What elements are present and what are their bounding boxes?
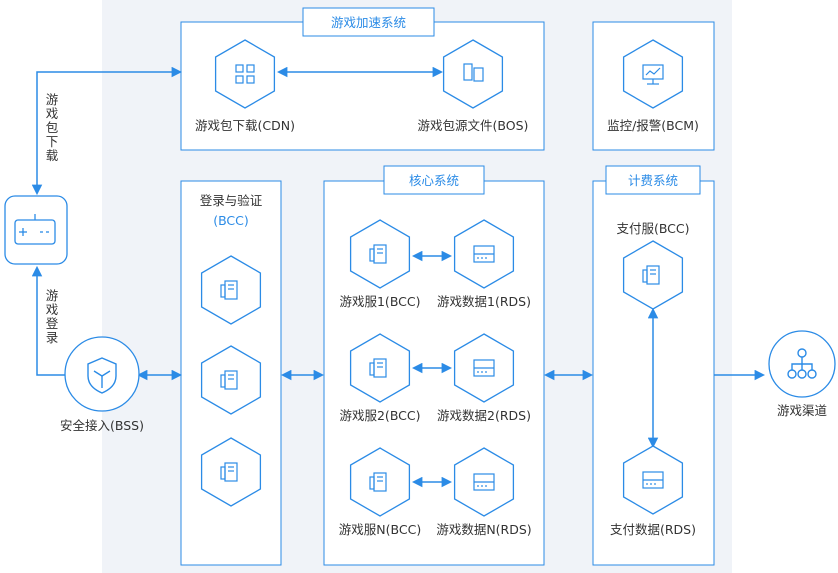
node-data1-label: 游戏数据1(RDS) [437,294,531,309]
server-icon [220,370,238,390]
svg-text:下: 下 [46,134,59,149]
download-connector [31,66,183,196]
gamepad-icon [14,214,56,245]
node-data1: 游戏数据1(RDS) [437,219,531,309]
node-bcm-label: 监控/报警(BCM) [607,118,699,133]
server-icon [369,244,387,264]
files-icon [463,63,484,82]
svg-text:录: 录 [46,330,59,345]
node-bss: 安全接入(BSS) [60,336,144,433]
node-pay-server: 支付服(BCC) [616,221,690,310]
node-pay-data: 支付数据(RDS) [610,445,696,537]
shield-icon [87,357,117,394]
node-bss-label: 安全接入(BSS) [60,418,144,433]
svg-text:包: 包 [46,120,59,135]
database-icon [642,471,664,489]
database-icon [473,473,495,491]
node-serverN: 游戏服N(BCC) [339,447,421,537]
server-icon [220,280,238,300]
server-icon [369,358,387,378]
login-server-1 [200,255,262,325]
node-bos: 游戏包源文件(BOS) [418,39,529,133]
node-data2-label: 游戏数据2(RDS) [437,408,531,423]
database-icon [473,359,495,377]
server-icon [220,462,238,482]
svg-text:载: 载 [46,148,59,163]
section-billing-title: 计费系统 [628,173,678,188]
server-icon [369,472,387,492]
node-cdn: 游戏包下载(CDN) [195,39,295,133]
server-icon [642,265,660,285]
login-edge-label: 游 戏 登 录 [46,288,59,345]
node-login-label-line1: 登录与验证 [200,193,263,208]
node-pay-server-label: 支付服(BCC) [616,221,689,236]
node-server2-label: 游戏服2(BCC) [339,408,420,423]
org-chart-icon [787,348,817,379]
node-channel-label: 游戏渠道 [777,403,828,418]
node-serverN-label: 游戏服N(BCC) [339,522,421,537]
node-login: 登录与验证 (BCC) [200,193,263,507]
node-pay-data-label: 支付数据(RDS) [610,522,696,537]
node-bcm: 监控/报警(BCM) [607,39,699,133]
section-acceleration-title: 游戏加速系统 [331,15,406,30]
node-server1: 游戏服1(BCC) [339,219,421,309]
svg-text:游: 游 [46,288,59,303]
node-data2: 游戏数据2(RDS) [437,333,531,423]
svg-text:戏: 戏 [46,302,59,317]
svg-text:登: 登 [46,316,59,331]
node-login-label-line2: (BCC) [213,213,249,228]
node-dataN-label: 游戏数据N(RDS) [436,522,531,537]
node-cdn-label: 游戏包下载(CDN) [195,118,295,133]
node-bos-label: 游戏包源文件(BOS) [418,118,529,133]
node-channel: 游戏渠道 [768,330,836,418]
download-edge-label: 游 戏 包 下 载 [46,92,59,163]
node-server1-label: 游戏服1(BCC) [339,294,420,309]
database-icon [473,245,495,263]
node-device [4,195,68,265]
svg-text:戏: 戏 [46,106,59,121]
grid-icon [235,64,255,84]
connectors [31,66,766,488]
svg-text:游: 游 [46,92,59,107]
node-server2: 游戏服2(BCC) [339,333,421,423]
login-server-3 [200,437,262,507]
node-dataN: 游戏数据N(RDS) [436,447,532,537]
login-connector [31,265,66,376]
login-server-2 [200,345,262,415]
section-core-title: 核心系统 [409,173,459,188]
monitor-icon [642,64,664,85]
